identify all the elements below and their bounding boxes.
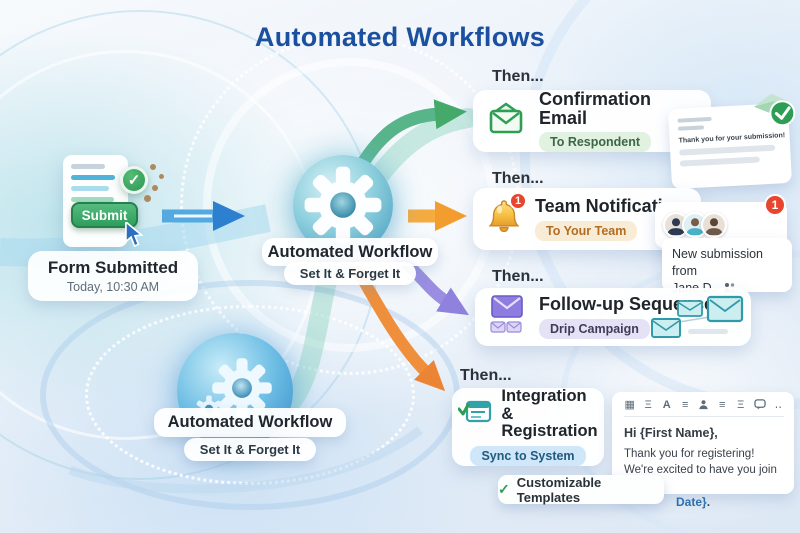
form-submitted-time: Today, 10:30 AM (66, 280, 160, 294)
then-label-3: Then... (492, 268, 544, 285)
then-label-1: Then... (492, 68, 544, 85)
confirmation-email-title: Confirmation Email (539, 88, 651, 128)
comment-icon[interactable] (753, 398, 766, 411)
gear-icon (212, 358, 272, 418)
form-field-line (71, 175, 116, 180)
team-preview-line1: New submission from (672, 247, 764, 278)
integration-title: Integration & Registration (501, 386, 598, 441)
team-notification-title: Team Notification (535, 196, 685, 217)
workflow-subtitle-pill: Set It & Forget It (284, 262, 416, 285)
check-icon: ✓ (498, 481, 510, 497)
template-date-suffix: . (706, 495, 711, 509)
workflow-title: Automated Workflow (267, 242, 433, 261)
page-title: Automated Workflows (254, 22, 546, 52)
bell-count-badge: 1 (509, 191, 527, 210)
form-submitted-card: Form Submitted Today, 10:30 AM (28, 251, 198, 301)
template-date-token: Date} (676, 495, 707, 509)
integration-card: Integration & Registration Sync to Syste… (452, 386, 604, 467)
drip-envelopes-illustration (651, 295, 744, 338)
table-icon[interactable]: ▦ (624, 399, 635, 411)
workflow-label-card: Automated Workflow (262, 238, 438, 266)
success-check-icon: ✓ (120, 166, 148, 194)
email-preview-card: Thank you for your submission! (667, 93, 796, 190)
workflow-secondary-subtitle-pill: Set It & Forget It (184, 438, 316, 461)
workflow-subtitle: Set It & Forget It (299, 266, 401, 281)
template-greeting: Hi {First Name}, (624, 426, 718, 440)
gear-icon (304, 166, 382, 244)
template-toolbar: ▦ Ξ A ≡ ≡ Ξ ‥ (624, 398, 784, 417)
form-field-line (71, 197, 115, 202)
decorative-dot (150, 164, 156, 170)
align-center-icon[interactable]: Ξ (644, 398, 652, 411)
then-label-2: Then... (492, 170, 544, 187)
font-icon[interactable]: A (662, 398, 671, 411)
align-left-icon[interactable]: ≡ (719, 398, 726, 411)
template-body-line1: Thank you for registering! (624, 448, 755, 460)
envelope-purple-icon (487, 294, 527, 341)
decorative-dot (144, 195, 151, 202)
form-field-line (71, 186, 110, 191)
preview-bar (679, 144, 776, 156)
bell-icon: 1 (485, 191, 527, 242)
followup-sequence-title: Follow-up Sequence (539, 294, 715, 315)
more-icon[interactable]: ‥ (774, 399, 782, 411)
followup-sequence-card: Follow-up Sequence Drip Campaign (475, 288, 751, 346)
to-respondent-badge: To Respondent (539, 132, 652, 153)
drip-campaign-badge: Drip Campaign (539, 318, 650, 339)
to-your-team-badge: To Your Team (535, 220, 638, 241)
form-document (63, 155, 128, 247)
avatar (701, 212, 727, 238)
sync-to-system-badge: Sync to System (470, 446, 586, 467)
form-field-line (71, 164, 106, 169)
sent-envelope-check-icon (753, 93, 796, 127)
customizable-templates-button[interactable]: ✓ Customizable Templates (498, 474, 664, 505)
template-date-line: Date}. (676, 495, 784, 509)
checklist-icon (457, 396, 492, 433)
workflow-secondary-title: Automated Workflow (167, 413, 333, 431)
team-count-badge: 1 (764, 194, 786, 216)
form-submitted-title: Form Submitted (47, 258, 179, 277)
preview-line (677, 116, 712, 123)
envelope-green-icon (485, 101, 527, 142)
email-preview-message: Thank you for your submission! (678, 132, 786, 145)
decorative-dot (152, 185, 158, 191)
workflow-secondary-subtitle: Set It & Forget It (199, 442, 301, 457)
customizable-templates-label: Customizable Templates (516, 474, 602, 505)
team-preview-message-card: New submission from Jane D. (662, 238, 792, 295)
list-icon[interactable]: Ξ (737, 398, 745, 411)
then-label-4: Then... (460, 367, 512, 384)
lines-icon[interactable]: ≡ (682, 398, 689, 411)
avatar (682, 212, 708, 238)
cursor-icon (125, 222, 144, 248)
preview-bar (679, 156, 760, 167)
preview-line (677, 125, 705, 131)
person-icon[interactable] (698, 398, 710, 411)
workflow-secondary-label-card: Automated Workflow (154, 408, 346, 437)
decorative-dot (159, 174, 164, 179)
